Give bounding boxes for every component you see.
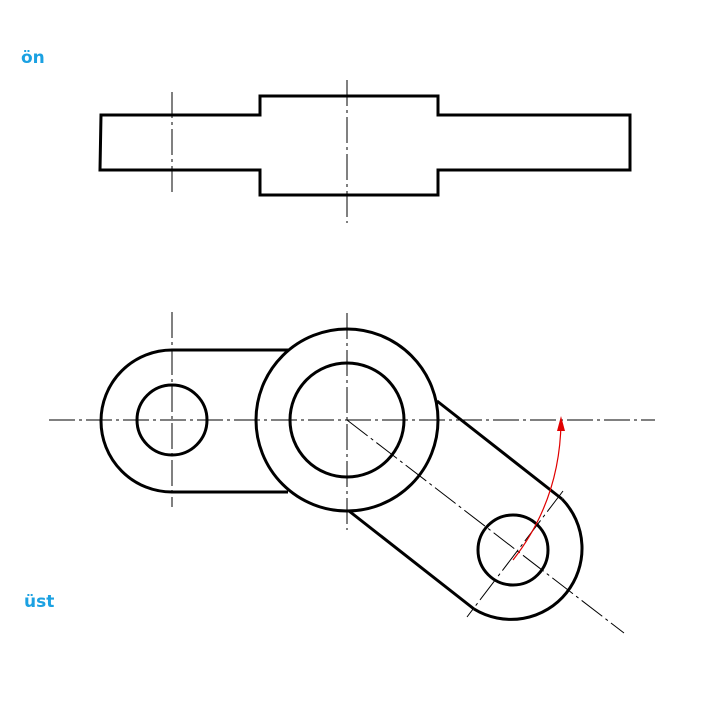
angled-arm-centerline bbox=[346, 419, 625, 634]
top-view bbox=[49, 312, 655, 634]
front-view-outline bbox=[98, 94, 632, 197]
left-arm-outline bbox=[99, 348, 288, 494]
rotation-arrowhead-icon bbox=[557, 416, 565, 431]
top-view-label: üst bbox=[24, 592, 55, 612]
angled-hole-cross-centerline bbox=[466, 490, 564, 618]
front-view-label: ön bbox=[21, 48, 45, 68]
rotation-arc bbox=[512, 421, 562, 561]
angled-arm-end-arc bbox=[473, 497, 584, 621]
angled-arm-hole bbox=[476, 513, 550, 587]
angled-arm-upper-edge bbox=[436, 399, 563, 501]
angled-arm-lower-edge bbox=[348, 509, 475, 611]
front-view bbox=[98, 80, 632, 223]
